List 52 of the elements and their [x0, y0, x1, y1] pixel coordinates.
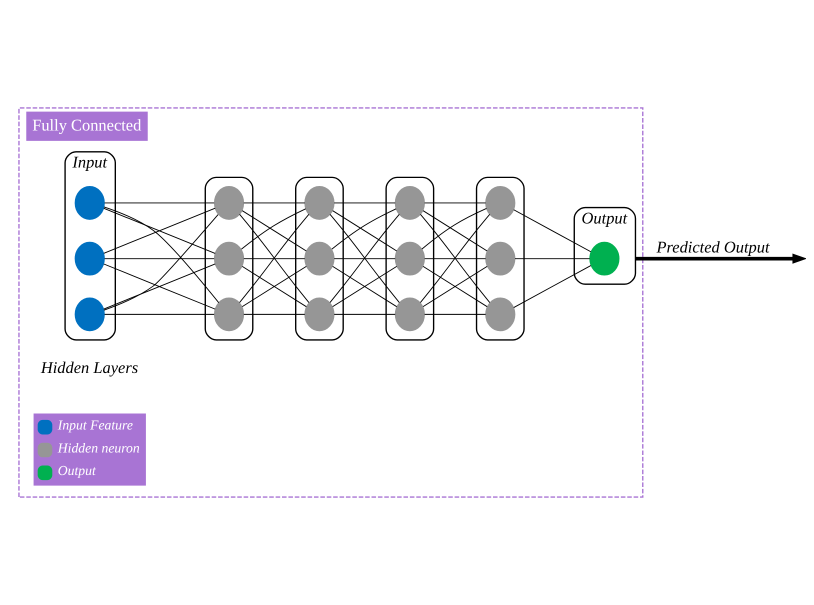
- node-circle: [589, 242, 620, 276]
- connector: [104, 258, 215, 260]
- connector: [330, 214, 400, 304]
- node-circle: [214, 186, 244, 220]
- connector: [243, 258, 306, 260]
- cluster: Output: [574, 206, 636, 285]
- cluster: [295, 176, 344, 341]
- connector: [513, 209, 592, 252]
- node-circle: [394, 242, 425, 276]
- connector: [332, 266, 398, 308]
- edge-label: Predicted Output: [656, 238, 770, 257]
- label: Hidden Layers: [40, 358, 138, 378]
- node-circle: [74, 186, 105, 220]
- node-circle: [74, 242, 105, 276]
- connector: [242, 266, 307, 308]
- connector: [424, 202, 486, 204]
- connector: [514, 258, 590, 260]
- connector: [239, 214, 310, 304]
- arrow: [635, 254, 806, 264]
- connector: [422, 266, 488, 308]
- legend-label: Input Feature: [58, 417, 133, 432]
- node-circle: [304, 242, 335, 276]
- connector: [334, 314, 396, 315]
- node-circle: [485, 186, 516, 220]
- connector: [420, 214, 490, 304]
- connector: [104, 314, 215, 315]
- node-circle: [485, 242, 516, 276]
- node-circle: [485, 297, 516, 332]
- connector: [424, 314, 486, 315]
- connector: [243, 202, 306, 204]
- connector: [424, 258, 486, 260]
- legend-label: Output: [58, 463, 96, 478]
- node-circle: [394, 297, 425, 332]
- connector: [104, 206, 220, 304]
- cluster: Input: [64, 151, 116, 341]
- connector: [103, 208, 216, 254]
- legend-label: Hidden neuron: [58, 440, 140, 456]
- node-circle: [74, 297, 105, 332]
- node-circle: [214, 242, 244, 276]
- node-circle: [394, 186, 425, 220]
- connector: [243, 314, 306, 315]
- connector: [104, 202, 215, 204]
- cluster: [476, 176, 525, 341]
- node-circle: [304, 186, 335, 220]
- connector: [334, 258, 396, 260]
- connector: [104, 214, 219, 311]
- node-circle: [214, 297, 244, 332]
- cluster: [385, 176, 434, 341]
- node-circle: [304, 297, 335, 332]
- cluster: [204, 176, 254, 341]
- connector: [334, 202, 396, 204]
- connector: [513, 265, 592, 308]
